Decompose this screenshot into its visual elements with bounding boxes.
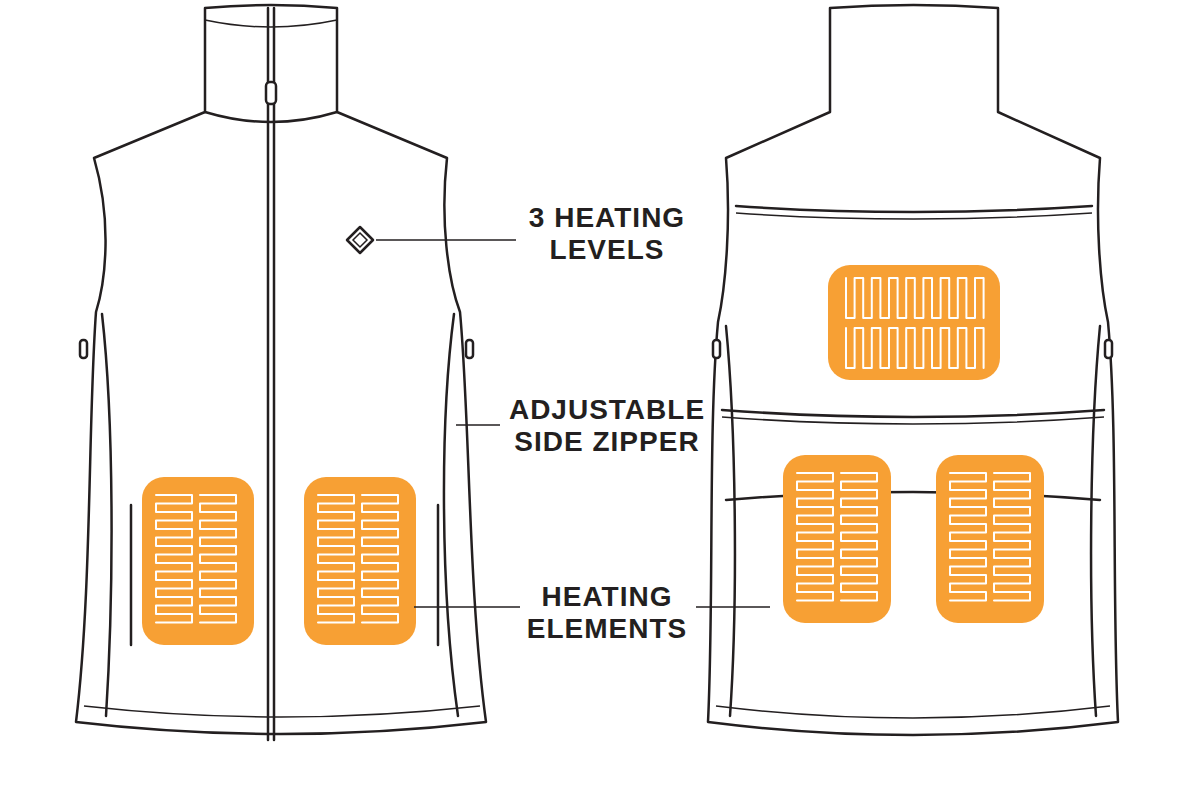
- heating-coil: [841, 473, 877, 601]
- pocket-slit: [130, 505, 133, 645]
- side-zipper-pull: [80, 340, 87, 358]
- yoke-seam: [736, 206, 1092, 212]
- heating-coil: [846, 278, 984, 318]
- heating-coil: [362, 495, 398, 623]
- heating-coil: [797, 473, 833, 601]
- hem-line: [84, 706, 480, 717]
- heating-pad: [142, 477, 254, 645]
- yoke-seam: [736, 213, 1092, 219]
- front-vest: [76, 5, 486, 740]
- side-panel-seam: [102, 314, 112, 716]
- waist-seam: [722, 417, 1104, 424]
- zipper-pull: [266, 82, 276, 104]
- side-zipper-pull: [1105, 340, 1112, 358]
- back-vest-outline: [708, 5, 1118, 735]
- waist-seam: [722, 410, 1104, 417]
- heating-coils: [156, 278, 1030, 623]
- front-vest-outline: [76, 5, 486, 734]
- heating-pad: [936, 455, 1044, 623]
- back-vest: [708, 5, 1118, 735]
- heating-pad: [828, 265, 1000, 380]
- leader-line: [414, 606, 520, 608]
- leader-line: [456, 424, 500, 426]
- collar-line: [205, 20, 337, 27]
- leader-lines: [376, 240, 770, 607]
- side-panel-seam: [726, 326, 735, 716]
- callout-label: 3 HEATING LEVELS: [487, 202, 727, 266]
- leader-line: [376, 239, 516, 241]
- pocket-slit: [437, 505, 440, 645]
- collar-seam: [205, 112, 337, 122]
- hem-line: [716, 706, 1110, 718]
- side-zipper-pull: [713, 340, 720, 358]
- callout-label: HEATING ELEMENTS: [487, 581, 727, 645]
- control-button: [347, 227, 373, 253]
- side-panel-seam: [444, 314, 458, 716]
- zipper-line: [267, 8, 270, 740]
- heating-pad: [783, 455, 891, 623]
- heating-coil: [846, 328, 984, 368]
- callout-label: ADJUSTABLE SIDE ZIPPER: [487, 394, 727, 458]
- side-panel-seam: [1091, 326, 1100, 716]
- side-zipper-pull: [466, 340, 473, 358]
- heating-coil: [318, 495, 354, 623]
- heating-pad: [304, 477, 416, 645]
- heating-coil: [200, 495, 236, 623]
- control-button-inner: [353, 233, 367, 247]
- zipper-line: [273, 8, 276, 740]
- heating-coil: [950, 473, 986, 601]
- leader-line: [696, 606, 770, 608]
- heating-coil: [156, 495, 192, 623]
- heating-coil: [994, 473, 1030, 601]
